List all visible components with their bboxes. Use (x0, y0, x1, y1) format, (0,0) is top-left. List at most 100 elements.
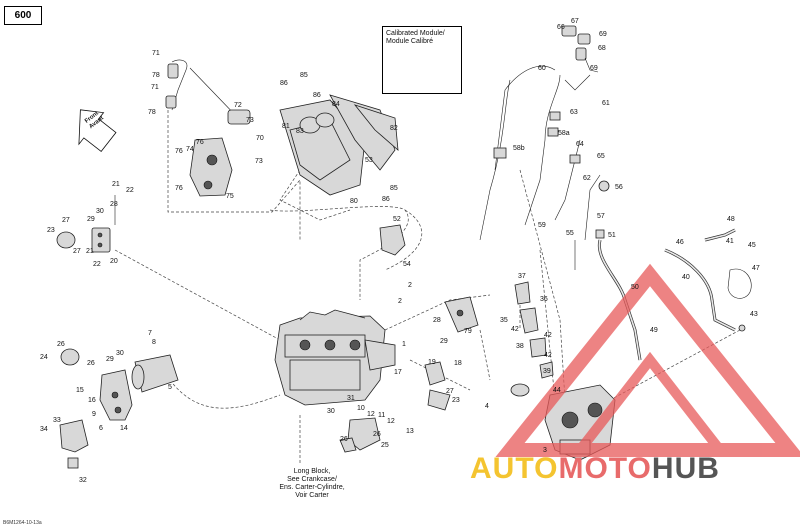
engine-brackets-right (339, 361, 451, 453)
callout-14: 14 (120, 425, 128, 432)
callout-27: 27 (73, 248, 81, 255)
page-code-box: 600 (4, 6, 42, 25)
callout-41: 41 (726, 238, 734, 245)
callout-58a: 58a (558, 130, 570, 137)
callout-78: 78 (148, 109, 156, 116)
callout-46: 46 (676, 239, 684, 246)
engine-mount-upper-left (56, 195, 116, 253)
callout-33: 33 (53, 417, 61, 424)
callout-28: 28 (110, 201, 118, 208)
callout-12: 12 (387, 418, 395, 425)
callout-26: 26 (340, 436, 348, 443)
callout-51: 51 (608, 232, 616, 239)
callout-75: 75 (226, 193, 234, 200)
calibrated-module-box: Calibrated Module/ Module Calibré (382, 26, 462, 94)
callout-84: 84 (332, 101, 340, 108)
callout-29: 29 (440, 338, 448, 345)
callout-25: 25 (381, 442, 389, 449)
callout-21: 21 (112, 181, 120, 188)
callout-8: 8 (152, 339, 156, 346)
callout-29: 29 (106, 356, 114, 363)
watermark-auto: AUTO (470, 452, 559, 485)
callout-48: 48 (727, 216, 735, 223)
callout-80: 80 (350, 198, 358, 205)
callout-30: 30 (96, 208, 104, 215)
callout-37: 37 (518, 273, 526, 280)
callout-65: 65 (597, 153, 605, 160)
callout-56: 56 (615, 184, 623, 191)
callout-35: 35 (500, 317, 508, 324)
callout-82: 82 (390, 125, 398, 132)
callout-78: 78 (152, 72, 160, 79)
callout-76: 76 (175, 148, 183, 155)
callout-39: 39 (543, 368, 551, 375)
callout-4: 4 (485, 403, 489, 410)
throttle-cable-assembly (165, 59, 251, 197)
footer-drawing-code: B6M1264-10-13a (3, 520, 42, 526)
module-title-line2: Module Calibré (386, 38, 434, 45)
callout-63: 63 (570, 109, 578, 116)
callout-70: 70 (256, 135, 264, 142)
callout-30: 30 (116, 350, 124, 357)
callout-32: 32 (79, 477, 87, 484)
callout-60: 60 (538, 65, 546, 72)
bracket-column (510, 281, 554, 397)
callout-labels: 71 78 71 78 72 73 70 73 76 74 76 75 76 8… (40, 18, 760, 484)
callout-42: 42 (544, 332, 552, 339)
callout-30: 30 (327, 408, 335, 415)
callout-86: 86 (382, 196, 390, 203)
callout-71: 71 (152, 50, 160, 57)
engine-mount-lower-left (59, 419, 89, 469)
callout-23: 23 (452, 397, 460, 404)
starter-motor-assembly (60, 348, 179, 421)
watermark-text: AUTOMOTOHUB (470, 452, 720, 486)
callout-42: 42 (511, 326, 519, 333)
long-block-note: Long Block, See Crankcase/ Ens. Carter-C… (272, 468, 352, 500)
callout-52: 52 (393, 216, 401, 223)
callout-9: 9 (92, 411, 96, 418)
callout-54: 54 (403, 261, 411, 268)
callout-85: 85 (390, 185, 398, 192)
callout-83: 83 (296, 128, 304, 135)
callout-76: 76 (175, 185, 183, 192)
callout-66: 66 (557, 24, 565, 31)
long-block-line3: Ens. Carter-Cylindre, (279, 484, 345, 491)
callout-2: 2 (408, 282, 412, 289)
callout-19: 19 (428, 359, 436, 366)
assembly-dashed-lines (114, 105, 741, 465)
callout-73: 73 (255, 158, 263, 165)
callout-42: 42 (544, 352, 552, 359)
callout-69: 69 (599, 31, 607, 38)
callout-59: 59 (538, 222, 546, 229)
callout-3: 3 (543, 447, 547, 454)
callout-47: 47 (752, 265, 760, 272)
throttle-body-plate (444, 296, 479, 333)
callout-64: 64 (576, 141, 584, 148)
callout-22: 22 (93, 261, 101, 268)
watermark-moto: MOTO (558, 452, 652, 485)
callout-53: 53 (365, 157, 373, 164)
callout-26: 26 (87, 360, 95, 367)
callout-31: 31 (347, 395, 355, 402)
callout-27: 27 (62, 217, 70, 224)
callout-27: 27 (446, 388, 454, 395)
air-intake-silencer (279, 94, 399, 196)
callout-68: 68 (598, 45, 606, 52)
callout-24: 24 (40, 354, 48, 361)
callout-21: 21 (86, 248, 94, 255)
coolant-hose-assembly (664, 228, 752, 332)
callout-26: 26 (373, 431, 381, 438)
callout-38: 38 (516, 343, 524, 350)
callout-43: 43 (750, 311, 758, 318)
callout-76: 76 (196, 139, 204, 146)
callout-11: 11 (378, 412, 385, 419)
callout-45: 45 (748, 242, 756, 249)
callout-17: 17 (394, 369, 402, 376)
callout-62: 62 (583, 175, 591, 182)
callout-10: 10 (357, 405, 365, 412)
callout-58b: 58b (513, 145, 525, 152)
module-title-line1: Calibrated Module/ (386, 30, 445, 37)
callout-18: 18 (454, 360, 462, 367)
callout-44: 44 (553, 387, 561, 394)
